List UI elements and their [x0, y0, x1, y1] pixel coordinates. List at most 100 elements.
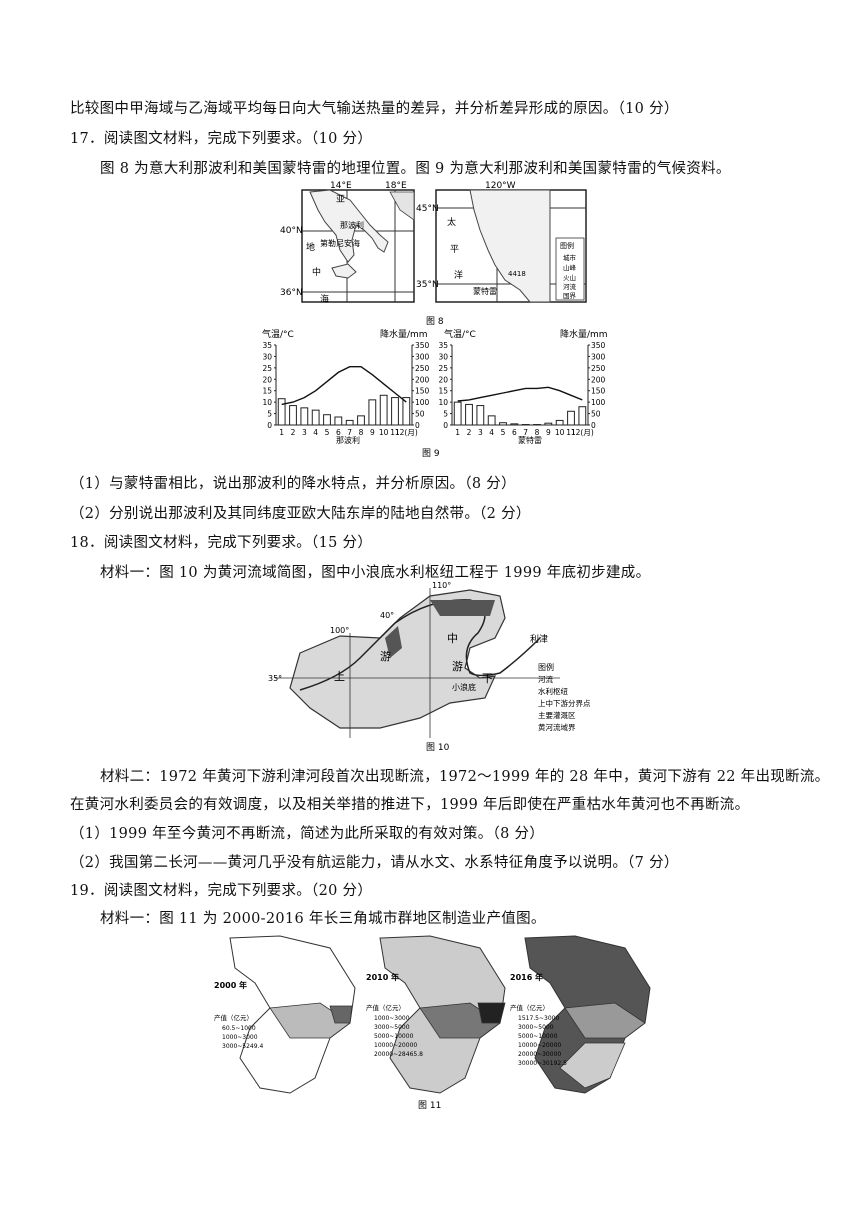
precip-tick-label: 300 [591, 352, 606, 361]
monterey-label: 平 [450, 244, 459, 255]
precip-bar [402, 397, 411, 426]
temp-tick-label: 35 [438, 341, 448, 350]
temperature-curve [281, 366, 407, 406]
month-label: 5 [501, 428, 506, 437]
temp-tick-label: 20 [438, 375, 448, 384]
precip-bar [555, 419, 564, 426]
precip-tick-label: 300 [415, 352, 430, 361]
italy-label: 亚 [336, 194, 345, 205]
italy-label: 中 [312, 266, 321, 278]
temp-tick-label: 15 [438, 387, 448, 396]
lower-reach-label: 下 [482, 672, 493, 685]
temp-tick-label: 30 [262, 352, 272, 361]
italy-label: 那波利 [340, 220, 364, 230]
fig10-legend-item: 黄河流域界 [538, 722, 576, 732]
month-label: 11 [566, 428, 576, 437]
map-2000-unit: 产值（亿元） [214, 1013, 253, 1022]
middle-reach-label-2: 游 [452, 660, 463, 673]
temp-tick-label: 5 [443, 410, 448, 419]
fig10-lat2: 35° [268, 674, 282, 683]
precip-tick-label: 150 [591, 387, 606, 396]
monterey-lat1: 45°N [416, 204, 439, 214]
fig10-legend-item: 主要灌溉区 [538, 710, 576, 720]
fig10-legend-item: 上中下游分界点 [538, 698, 591, 708]
precip-bar [357, 415, 365, 426]
figure-11-caption: 图 11 [418, 1100, 441, 1111]
map-2016-class: 1517.5~3000 [518, 1015, 559, 1022]
month-label: 9 [370, 428, 375, 437]
q17-heading: 17．阅读图文材料，完成下列要求。（10 分） [70, 131, 373, 147]
month-label: 2 [467, 428, 472, 437]
map-2016-year: 2016 年 [510, 972, 543, 982]
map-2010-unit: 产值（亿元） [366, 1003, 405, 1012]
precip-bar [379, 394, 388, 426]
monterey-label: 洋 [454, 269, 463, 281]
italy-label: 第勒尼安海 [320, 238, 360, 248]
lijin-label: 利津 [530, 633, 548, 645]
monterey-label: 蒙特雷 [473, 286, 497, 296]
precip-bar [311, 409, 320, 426]
month-label: 4 [313, 428, 318, 437]
map-2010-class: 20000~28465.8 [374, 1051, 423, 1058]
legend-title: 图例 [560, 241, 574, 250]
temp-axis-label: 气温/°C [262, 328, 294, 340]
fig10-lat1: 40° [380, 611, 394, 620]
precip-bar [578, 406, 587, 426]
map-2016: 2016 年 产值（亿元） 1517.5~3000 3000~5000 5000… [510, 935, 651, 1094]
q17-sub2: （2）分别说出那波利及其同纬度亚欧大陆东岸的陆地自然带。（2 分） [70, 506, 531, 522]
map-italy: 14°E 18°E 40°N 36°N 亚 那波利 第勒尼安海 地 中 海 [280, 181, 415, 305]
month-label: 4 [489, 428, 494, 437]
fig10-legend-item: 河流 [538, 674, 553, 684]
italy-lat2: 36°N [280, 288, 303, 298]
city-label-monterey: 蒙特雷 [518, 435, 542, 445]
map-2010-class: 3000~5000 [374, 1024, 410, 1031]
precip-tick-label: 50 [591, 410, 601, 419]
month-label: 6 [512, 428, 517, 437]
month-label: 2 [291, 428, 296, 437]
precip-bar [334, 416, 343, 426]
precip-tick-label: 200 [591, 375, 606, 384]
precip-bar [465, 403, 473, 426]
precip-tick-label: 100 [415, 398, 430, 407]
month-label: 8 [535, 428, 540, 437]
month-label: 5 [325, 428, 330, 437]
monterey-label: 太 [447, 216, 456, 228]
map-2016-class: 30000~30192.5 [518, 1060, 567, 1067]
month-label: 7 [347, 428, 352, 437]
map-2000-class: 60.5~1000 [222, 1025, 256, 1032]
map-2016-class: 5000~10000 [518, 1033, 558, 1040]
precip-axis-label: 降水量/mm [560, 328, 608, 340]
precip-bar [289, 405, 297, 426]
precip-tick-label: 200 [415, 375, 430, 384]
temp-axis-label: 气温/°C [444, 328, 476, 340]
month-label: 1 [279, 428, 284, 437]
xiaolangdi-label: 小浪底 [452, 682, 476, 692]
precip-tick-label: 100 [591, 398, 606, 407]
precip-bar [277, 398, 286, 426]
month-label: 12(月) [395, 428, 418, 437]
month-label: 3 [478, 428, 483, 437]
legend-item: 城市 [563, 253, 577, 262]
precip-tick-label: 0 [591, 421, 596, 430]
legend-item: 火山 [563, 273, 576, 282]
upper-reach-label-2: 游 [380, 650, 391, 663]
month-label: 9 [546, 428, 551, 437]
temp-tick-label: 30 [438, 352, 448, 361]
precip-bar [453, 401, 462, 426]
temp-tick-label: 0 [267, 421, 272, 430]
q17-sub1: （1）与蒙特雷相比，说出那波利的降水特点，并分析原因。（8 分） [70, 476, 516, 492]
temp-tick-label: 35 [262, 341, 272, 350]
precip-bar [476, 405, 485, 426]
precip-bar [567, 410, 575, 426]
map-2000-year: 2000 年 [214, 980, 247, 990]
month-label: 3 [302, 428, 307, 437]
figure-8-maps: 14°E 18°E 40°N 36°N 亚 那波利 第勒尼安海 地 中 海 12… [280, 181, 587, 327]
precip-tick-label: 50 [415, 410, 425, 419]
monterey-label: 4418 [508, 270, 526, 278]
figure-10-caption: 图 10 [426, 742, 450, 753]
q18-material1: 材料一：图 10 为黄河流域简图，图中小浪底水利枢纽工程于 1999 年底初步建… [100, 565, 651, 581]
legend-item: 国界 [563, 292, 577, 300]
precip-bar [391, 397, 399, 426]
